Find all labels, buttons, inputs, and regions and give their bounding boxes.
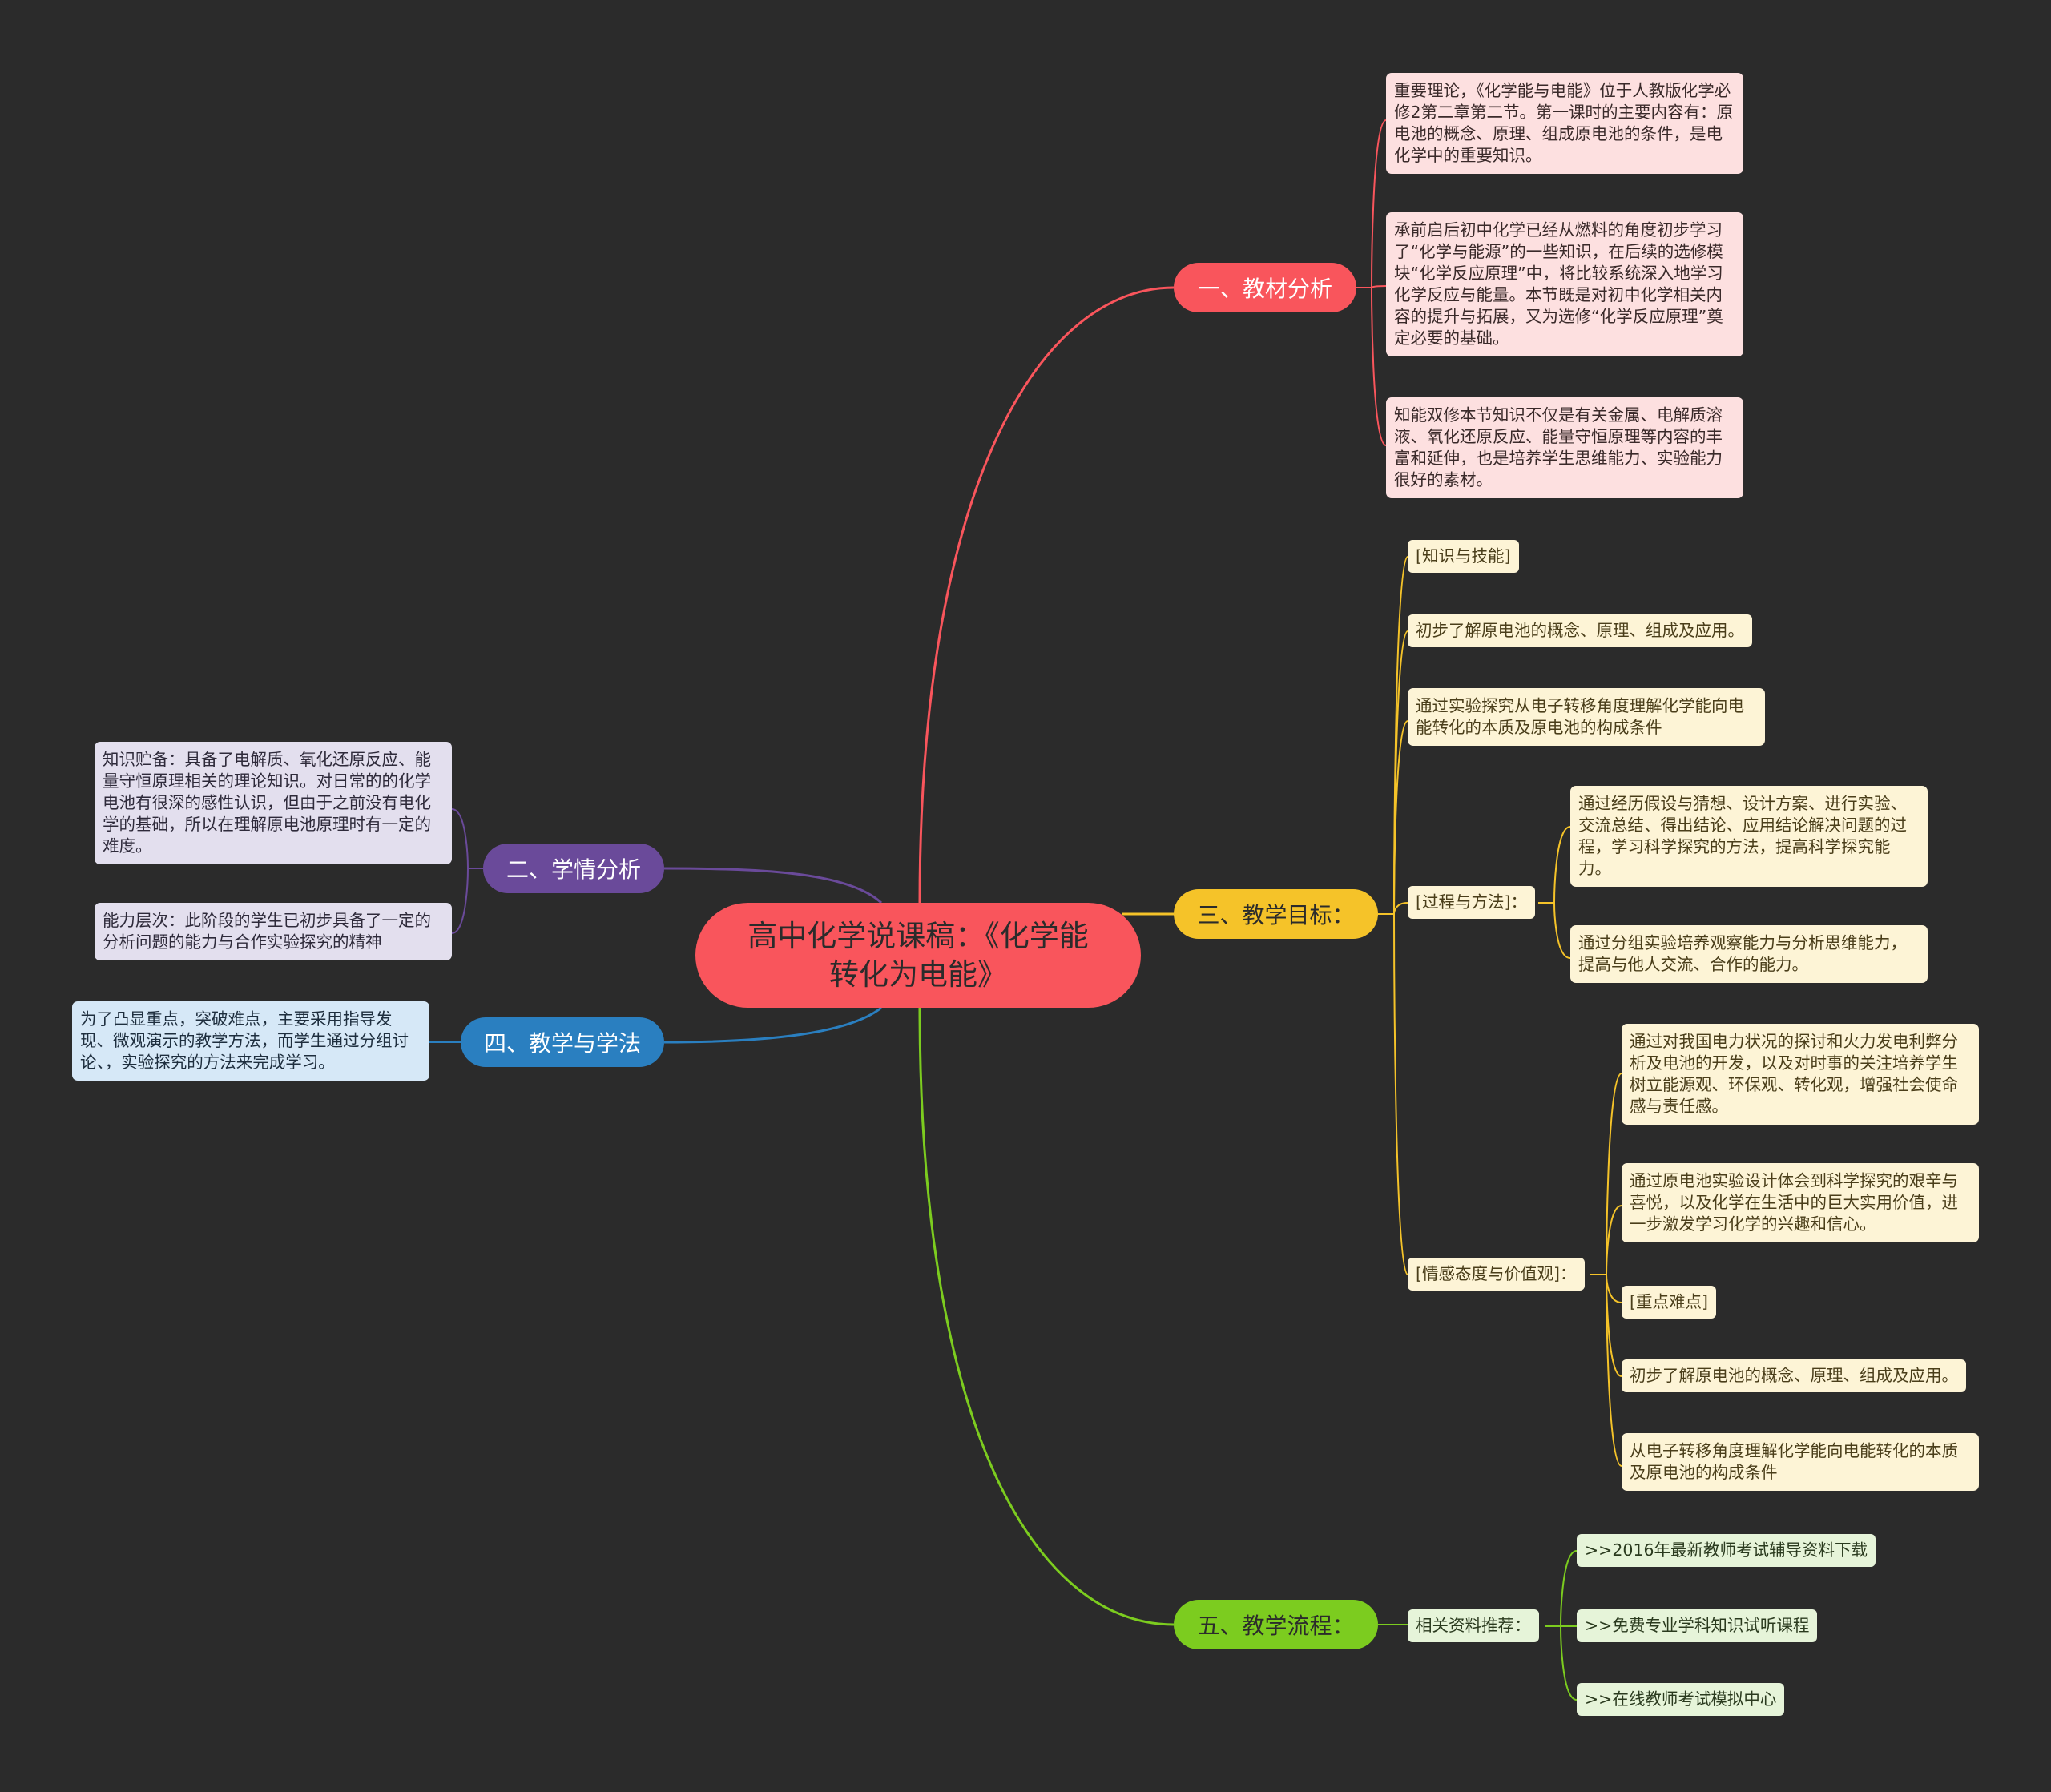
branch-teaching-process[interactable]: 五、教学流程： bbox=[1174, 1600, 1378, 1649]
objective-process-1[interactable]: 通过经历假设与猜想、设计方案、进行实验、交流总结、得出结论、应用结论解决问题的过… bbox=[1570, 786, 1928, 887]
link-root-students bbox=[663, 867, 883, 904]
link-resource-3[interactable]: >>在线教师考试模拟中心 bbox=[1577, 1683, 1785, 1716]
branch-teaching-objectives[interactable]: 三、教学目标： bbox=[1174, 889, 1378, 939]
link-resource-3 bbox=[1545, 1625, 1578, 1701]
link-objectives-child-1 bbox=[1378, 556, 1408, 915]
link-process-item-2 bbox=[1538, 902, 1571, 959]
link-process-item-1 bbox=[1538, 826, 1571, 904]
note-students-knowledge[interactable]: 知识贮备：具备了电解质、氧化还原反应、能量守恒原理相关的理论知识。对日常的的化学… bbox=[95, 742, 452, 864]
branch-teaching-methods[interactable]: 四、教学与学法 bbox=[461, 1017, 664, 1067]
note-materials-bridging[interactable]: 承前启后初中化学已经从燃料的角度初步学习了“化学与能源”的一些知识，在后续的选修… bbox=[1386, 212, 1743, 356]
note-materials-importance[interactable]: 重要理论，《化学能与电能》位于人教版化学必修2第二章第二节。第一课时的主要内容有… bbox=[1386, 73, 1743, 174]
link-objectives-child-5 bbox=[1378, 913, 1408, 1275]
link-root-methods bbox=[663, 1006, 882, 1044]
link-materials-note-1 bbox=[1356, 119, 1387, 288]
objective-emotion-1[interactable]: 通过对我国电力状况的探讨和火力发电利弊分析及电池的开发，以及对时事的关注培养学生… bbox=[1622, 1024, 1979, 1125]
link-resource-2[interactable]: >>免费专业学科知识试听课程 bbox=[1577, 1609, 1818, 1642]
link-emotion-item-5 bbox=[1590, 1274, 1622, 1467]
link-objectives-child-3 bbox=[1378, 720, 1408, 915]
link-root-materials bbox=[918, 286, 1175, 904]
note-students-ability[interactable]: 能力层次：此阶段的学生已初步具备了一定的分析问题的能力与合作实验探究的精神 bbox=[95, 903, 452, 960]
key-point-1[interactable]: 初步了解原电池的概念、原理、组成及应用。 bbox=[1622, 1359, 1966, 1392]
link-resource-1[interactable]: >>2016年最新教师考试辅导资料下载 bbox=[1577, 1534, 1876, 1567]
label-key-points[interactable]: [重点难点] bbox=[1622, 1286, 1716, 1319]
objective-emotion-2[interactable]: 通过原电池实验设计体会到科学探究的艰辛与喜悦，以及化学在生活中的巨大实用价值，进… bbox=[1622, 1163, 1979, 1242]
branch-student-analysis[interactable]: 二、学情分析 bbox=[483, 844, 664, 893]
link-students-note-2 bbox=[451, 868, 483, 934]
link-materials-note-3 bbox=[1356, 287, 1387, 446]
label-emotion-values[interactable]: [情感态度与价值观]： bbox=[1408, 1258, 1585, 1291]
label-process-methods[interactable]: [过程与方法]： bbox=[1408, 886, 1535, 919]
root-topic[interactable]: 高中化学说课稿：《化学能转化为电能》 bbox=[695, 903, 1141, 1008]
objective-knowledge-1[interactable]: 初步了解原电池的概念、原理、组成及应用。 bbox=[1408, 614, 1752, 647]
label-resources[interactable]: 相关资料推荐： bbox=[1408, 1609, 1539, 1642]
link-emotion-item-1 bbox=[1590, 1073, 1622, 1275]
link-students-note-1 bbox=[451, 808, 483, 869]
note-methods[interactable]: 为了凸显重点，突破难点，主要采用指导发现、微观演示的教学方法，而学生通过分组讨论… bbox=[72, 1001, 429, 1081]
key-point-2[interactable]: 从电子转移角度理解化学能向电能转化的本质及原电池的构成条件 bbox=[1622, 1433, 1979, 1491]
objective-knowledge-2[interactable]: 通过实验探究从电子转移角度理解化学能向电能转化的本质及原电池的构成条件 bbox=[1408, 688, 1765, 746]
link-objectives-child-2 bbox=[1378, 630, 1408, 915]
note-materials-dual[interactable]: 知能双修本节知识不仅是有关金属、电解质溶液、氧化还原反应、能量守恒原理等内容的丰… bbox=[1386, 397, 1743, 498]
objective-process-2[interactable]: 通过分组实验培养观察能力与分析思维能力，提高与他人交流、合作的能力。 bbox=[1570, 925, 1928, 983]
link-root-process bbox=[918, 1007, 1175, 1626]
link-objectives-child-4 bbox=[1378, 902, 1408, 915]
label-knowledge-skills[interactable]: [知识与技能] bbox=[1408, 540, 1519, 573]
branch-materials-analysis[interactable]: 一、教材分析 bbox=[1174, 263, 1356, 312]
link-resource-1 bbox=[1545, 1550, 1578, 1627]
